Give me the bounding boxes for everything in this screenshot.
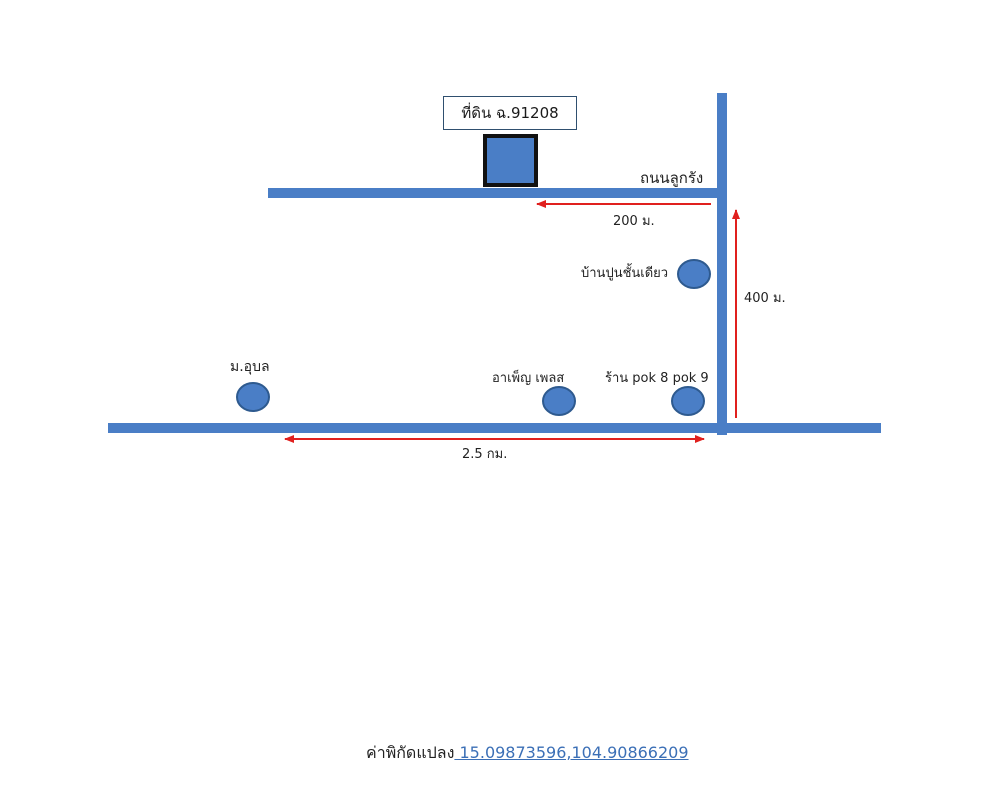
plot-label: ที่ดิน ฉ.91208 — [461, 104, 559, 122]
road-name-label: ถนนลูกรัง — [640, 169, 704, 187]
house-label: บ้านปูนชั้นเดียว — [581, 266, 669, 281]
shop-marker — [671, 386, 705, 416]
shop-label: ร้าน pok 8 pok 9 — [605, 371, 709, 386]
plot-label-box: ที่ดิน ฉ.91208 — [443, 96, 577, 130]
main-road — [108, 423, 881, 433]
coordinates-line: ค่าพิกัดแปลง 15.09873596,104.90866209 — [366, 741, 689, 766]
land-plot-marker — [483, 134, 538, 187]
coordinates-label: ค่าพิกัดแปลง — [366, 743, 455, 762]
upper-road — [268, 188, 722, 198]
side-road-distance-label: 400 ม. — [744, 291, 786, 306]
upper-road-distance-label: 200 ม. — [613, 214, 655, 229]
university-marker — [236, 382, 270, 412]
apartment-label: อาเพ็ญ เพลส — [492, 371, 565, 386]
apartment-marker — [542, 386, 576, 416]
main-road-distance-label: 2.5 กม. — [462, 447, 508, 462]
university-label: ม.อุบล — [230, 359, 270, 375]
vertical-road — [717, 93, 727, 435]
coordinates-link[interactable]: 15.09873596,104.90866209 — [454, 743, 689, 762]
house-marker — [677, 259, 711, 289]
